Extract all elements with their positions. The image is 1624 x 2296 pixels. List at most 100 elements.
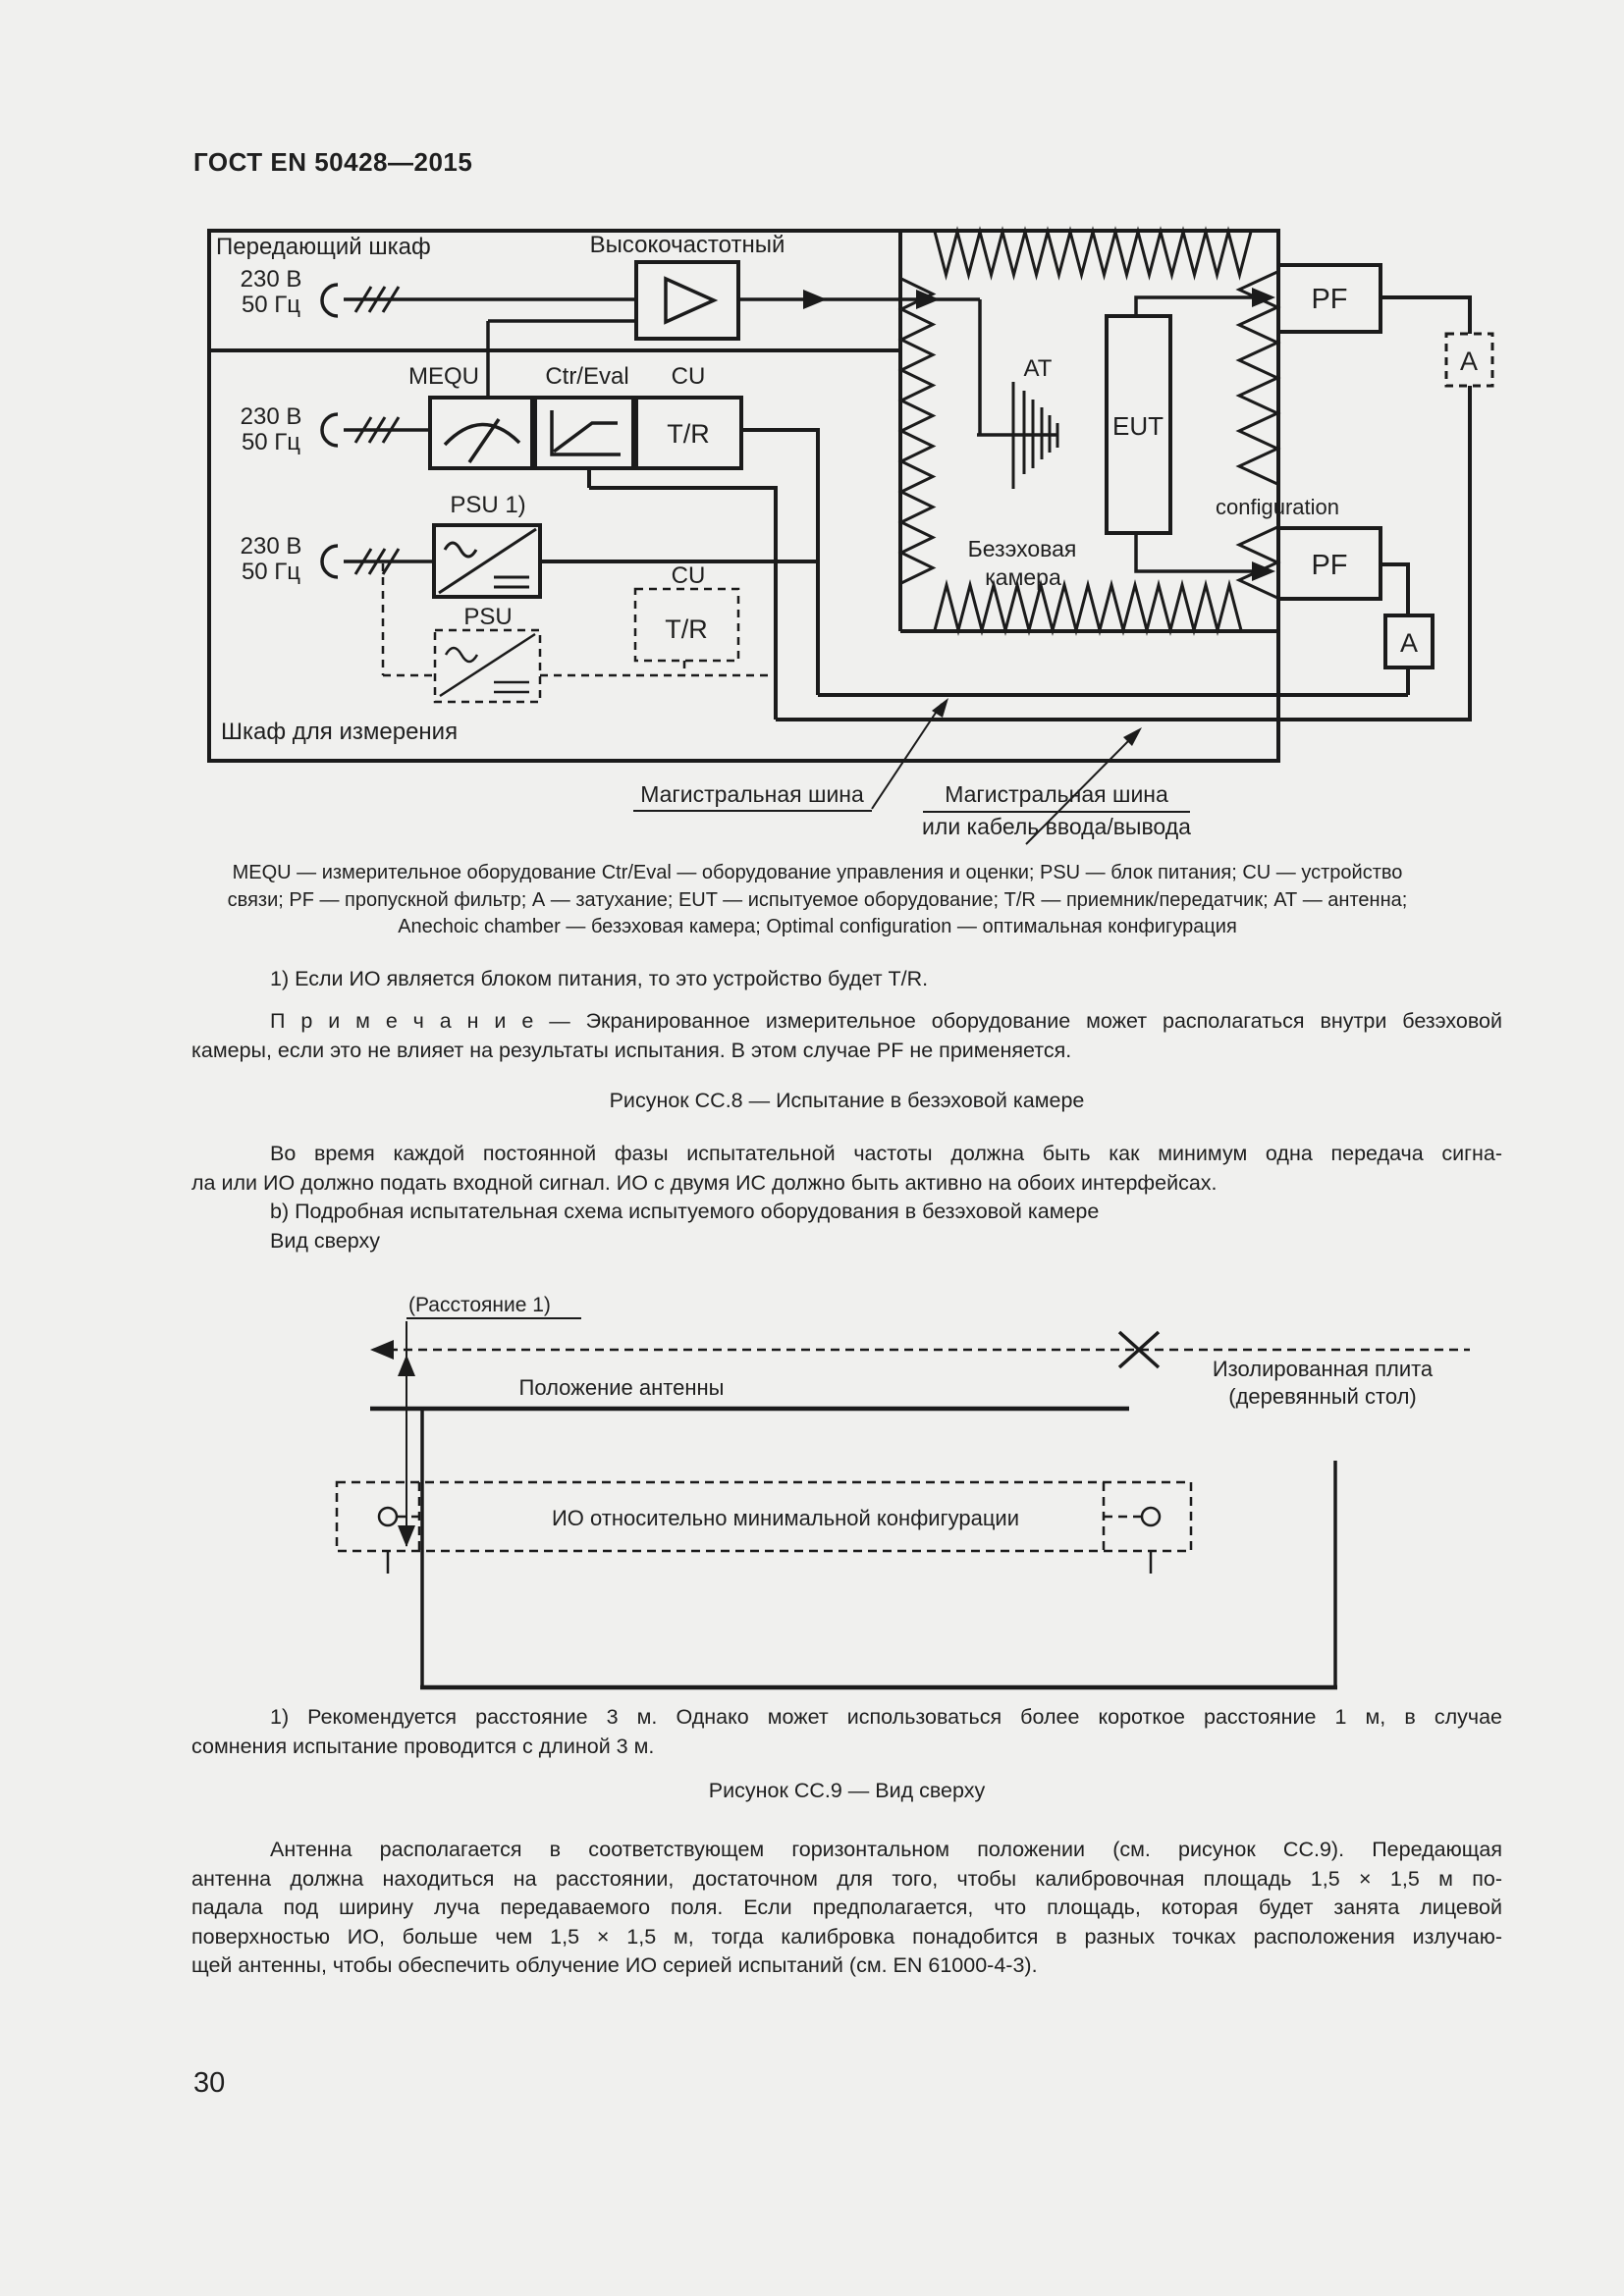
cu2-box-dashed bbox=[633, 587, 740, 663]
mains-sources bbox=[320, 283, 636, 579]
ctr-eval-box bbox=[533, 396, 635, 470]
absorber-top bbox=[933, 226, 1253, 281]
label-transmitting-cabinet: Передающий шкаф bbox=[216, 234, 431, 260]
footnote-line: сомнения испытание проводится с длиной 3… bbox=[191, 1734, 655, 1758]
net-ctr-eval-pf1 bbox=[587, 295, 1472, 721]
absorber-left bbox=[897, 277, 937, 585]
label-ctr-eval: Ctr/Eval bbox=[545, 363, 628, 390]
attenuator-bottom-box bbox=[1383, 614, 1435, 669]
label-at: AT bbox=[1024, 355, 1053, 382]
mains-slashes-2 bbox=[353, 416, 401, 444]
antenna-x-mark-icon bbox=[1117, 1330, 1161, 1369]
body-line: щей антенны, чтобы обеспечить облучение … bbox=[191, 1953, 1038, 1977]
legend-line: связи; PF — пропускной фильтр; А — затух… bbox=[227, 888, 1408, 911]
mains-source-3 bbox=[320, 544, 434, 579]
psu1-acdc-icon bbox=[438, 527, 537, 595]
legend-line: Anechoic chamber — безэховая камера; Opt… bbox=[398, 916, 1237, 937]
amplifier-icon bbox=[664, 276, 719, 325]
axis-left-arrow-icon bbox=[370, 1340, 394, 1360]
label-pf-bottom: PF bbox=[1311, 550, 1347, 581]
figure-cc9-topview: (Расстояние 1) Положение антенны Изолиро… bbox=[335, 1294, 1470, 1690]
antenna-elements bbox=[1011, 382, 1059, 489]
absorber-right-lower bbox=[1235, 525, 1281, 600]
absorber-bottom bbox=[933, 579, 1243, 636]
bus-callout-2 bbox=[923, 727, 1190, 845]
legend-line: MEQU — измерительное оборудование Ctr/Ev… bbox=[232, 862, 1403, 883]
figure-cc8-schematic: Передающий шкаф Высокочастотный 230 В 50… bbox=[207, 226, 1494, 845]
cabinets-box bbox=[207, 229, 1280, 763]
body-line: Вид сверху bbox=[270, 1228, 380, 1253]
label-pf-top: PF bbox=[1311, 284, 1347, 315]
body-line: падала под ширину луча передаваемого пол… bbox=[191, 1896, 1502, 1919]
body-line: поверхностью ИО, больше чем 1,5 × 1,5 м,… bbox=[191, 1924, 1502, 1949]
label-tr: T/R bbox=[667, 419, 710, 449]
psu2-acdc-icon bbox=[439, 632, 536, 698]
label-hf-amplifier: Высокочастотный bbox=[590, 232, 785, 258]
table-outline-sides bbox=[420, 1409, 1337, 1686]
label-insulated-plate-1: Изолированная плита bbox=[1213, 1357, 1434, 1381]
net-tr-psu-pf2 bbox=[540, 428, 1410, 697]
feed-arrow-icon bbox=[803, 290, 827, 309]
label-psu1: PSU 1) bbox=[450, 492, 525, 518]
label-cu: CU bbox=[672, 363, 706, 390]
label-mains2-hz: 50 Гц bbox=[242, 429, 300, 455]
figure-cc9-caption: Рисунок СС.9 — Вид сверху bbox=[708, 1779, 986, 1802]
paragraph-2: Антенна располагается в соответствующем … bbox=[191, 1836, 1502, 1981]
callout1-arrow-icon bbox=[932, 698, 948, 718]
connector-circle-left-icon bbox=[377, 1506, 399, 1527]
attenuator-top-box-dashed bbox=[1444, 332, 1494, 388]
note-line: камеры, если это не влияет на результаты… bbox=[191, 1038, 1072, 1062]
label-eut: EUT bbox=[1112, 411, 1164, 441]
page-number: 30 bbox=[193, 2067, 226, 2099]
label-chamber-1: Безэховая bbox=[968, 536, 1077, 561]
eut-io-wires bbox=[1134, 295, 1270, 573]
cable-stubs bbox=[386, 1551, 1153, 1574]
label-tr2: T/R bbox=[665, 614, 708, 644]
body-line: антенна должна находиться на расстоянии,… bbox=[191, 1866, 1502, 1891]
dashed-alt-wiring bbox=[381, 563, 776, 677]
feed-wall-arrow-icon bbox=[916, 290, 940, 309]
label-psu: PSU bbox=[463, 604, 512, 630]
label-mains3-v: 230 В bbox=[241, 533, 302, 560]
label-antenna-position: Положение антенны bbox=[519, 1375, 725, 1400]
eut-bottom-arrow-icon bbox=[1252, 561, 1275, 581]
figure-cc8-caption: Рисунок СС.8 — Испытание в безэховой кам… bbox=[609, 1089, 1085, 1112]
label-attenuator-bottom: A bbox=[1400, 628, 1418, 658]
footnote-line: 1) Рекомендуется расстояние 3 м. Однако … bbox=[270, 1705, 1502, 1729]
note-line: П р и м е ч а н и е — Экранированное изм… bbox=[270, 1009, 1502, 1033]
bus-callout-1 bbox=[633, 698, 948, 812]
body-line: Во время каждой постоянной фазы испытате… bbox=[270, 1142, 1502, 1165]
label-cu2: CU bbox=[672, 562, 706, 589]
label-mequ: MEQU bbox=[408, 363, 479, 390]
body-line: Антенна располагается в соответствующем … bbox=[270, 1838, 1502, 1861]
dimension-up-arrow-icon bbox=[398, 1355, 415, 1376]
body-line: b) Подробная испытательная схема испытуе… bbox=[270, 1200, 1100, 1223]
eut-dashed-box bbox=[335, 1480, 1193, 1553]
mains-source-2 bbox=[320, 412, 430, 448]
eut-box bbox=[1105, 314, 1172, 535]
hf-amplifier-box bbox=[634, 260, 740, 341]
at-antenna bbox=[1011, 382, 1059, 489]
label-bus-2a: Магистральная шина bbox=[945, 781, 1168, 807]
dimension-down-arrow-icon bbox=[398, 1525, 415, 1547]
mequ-box bbox=[428, 396, 534, 470]
label-mains1-v: 230 В bbox=[241, 266, 302, 293]
footnote-1: 1) Если ИО является блоком питания, то э… bbox=[270, 967, 929, 990]
label-chamber-2: камера bbox=[985, 564, 1061, 590]
callout2-arrow-icon bbox=[1123, 727, 1142, 746]
figure-cc8-legend: MEQU — измерительное оборудование Ctr/Ev… bbox=[147, 860, 1488, 941]
label-mains3-hz: 50 Гц bbox=[242, 559, 300, 585]
psu2-box-dashed bbox=[433, 628, 542, 704]
mains-slashes-1 bbox=[353, 286, 401, 313]
mains-slashes-3 bbox=[353, 548, 401, 575]
footnote-2: 1) Рекомендуется расстояние 3 м. Однако … bbox=[191, 1703, 1502, 1761]
body-line: ла или ИО должно подать входной сигнал. … bbox=[191, 1170, 1218, 1195]
mequ-amplifier-link bbox=[486, 319, 636, 398]
label-measuring-cabinet: Шкаф для измерения bbox=[221, 719, 458, 745]
label-eut-min-config: ИО относительно минимальной конфигурации bbox=[552, 1506, 1019, 1530]
label-configuration: configuration bbox=[1216, 495, 1339, 519]
label-attenuator-top: A bbox=[1460, 347, 1478, 376]
label-mains1-hz: 50 Гц bbox=[242, 292, 300, 318]
note-block: П р и м е ч а н и е — Экранированное изм… bbox=[191, 1007, 1502, 1065]
label-bus-2b: или кабель ввода/вывода bbox=[922, 814, 1191, 839]
